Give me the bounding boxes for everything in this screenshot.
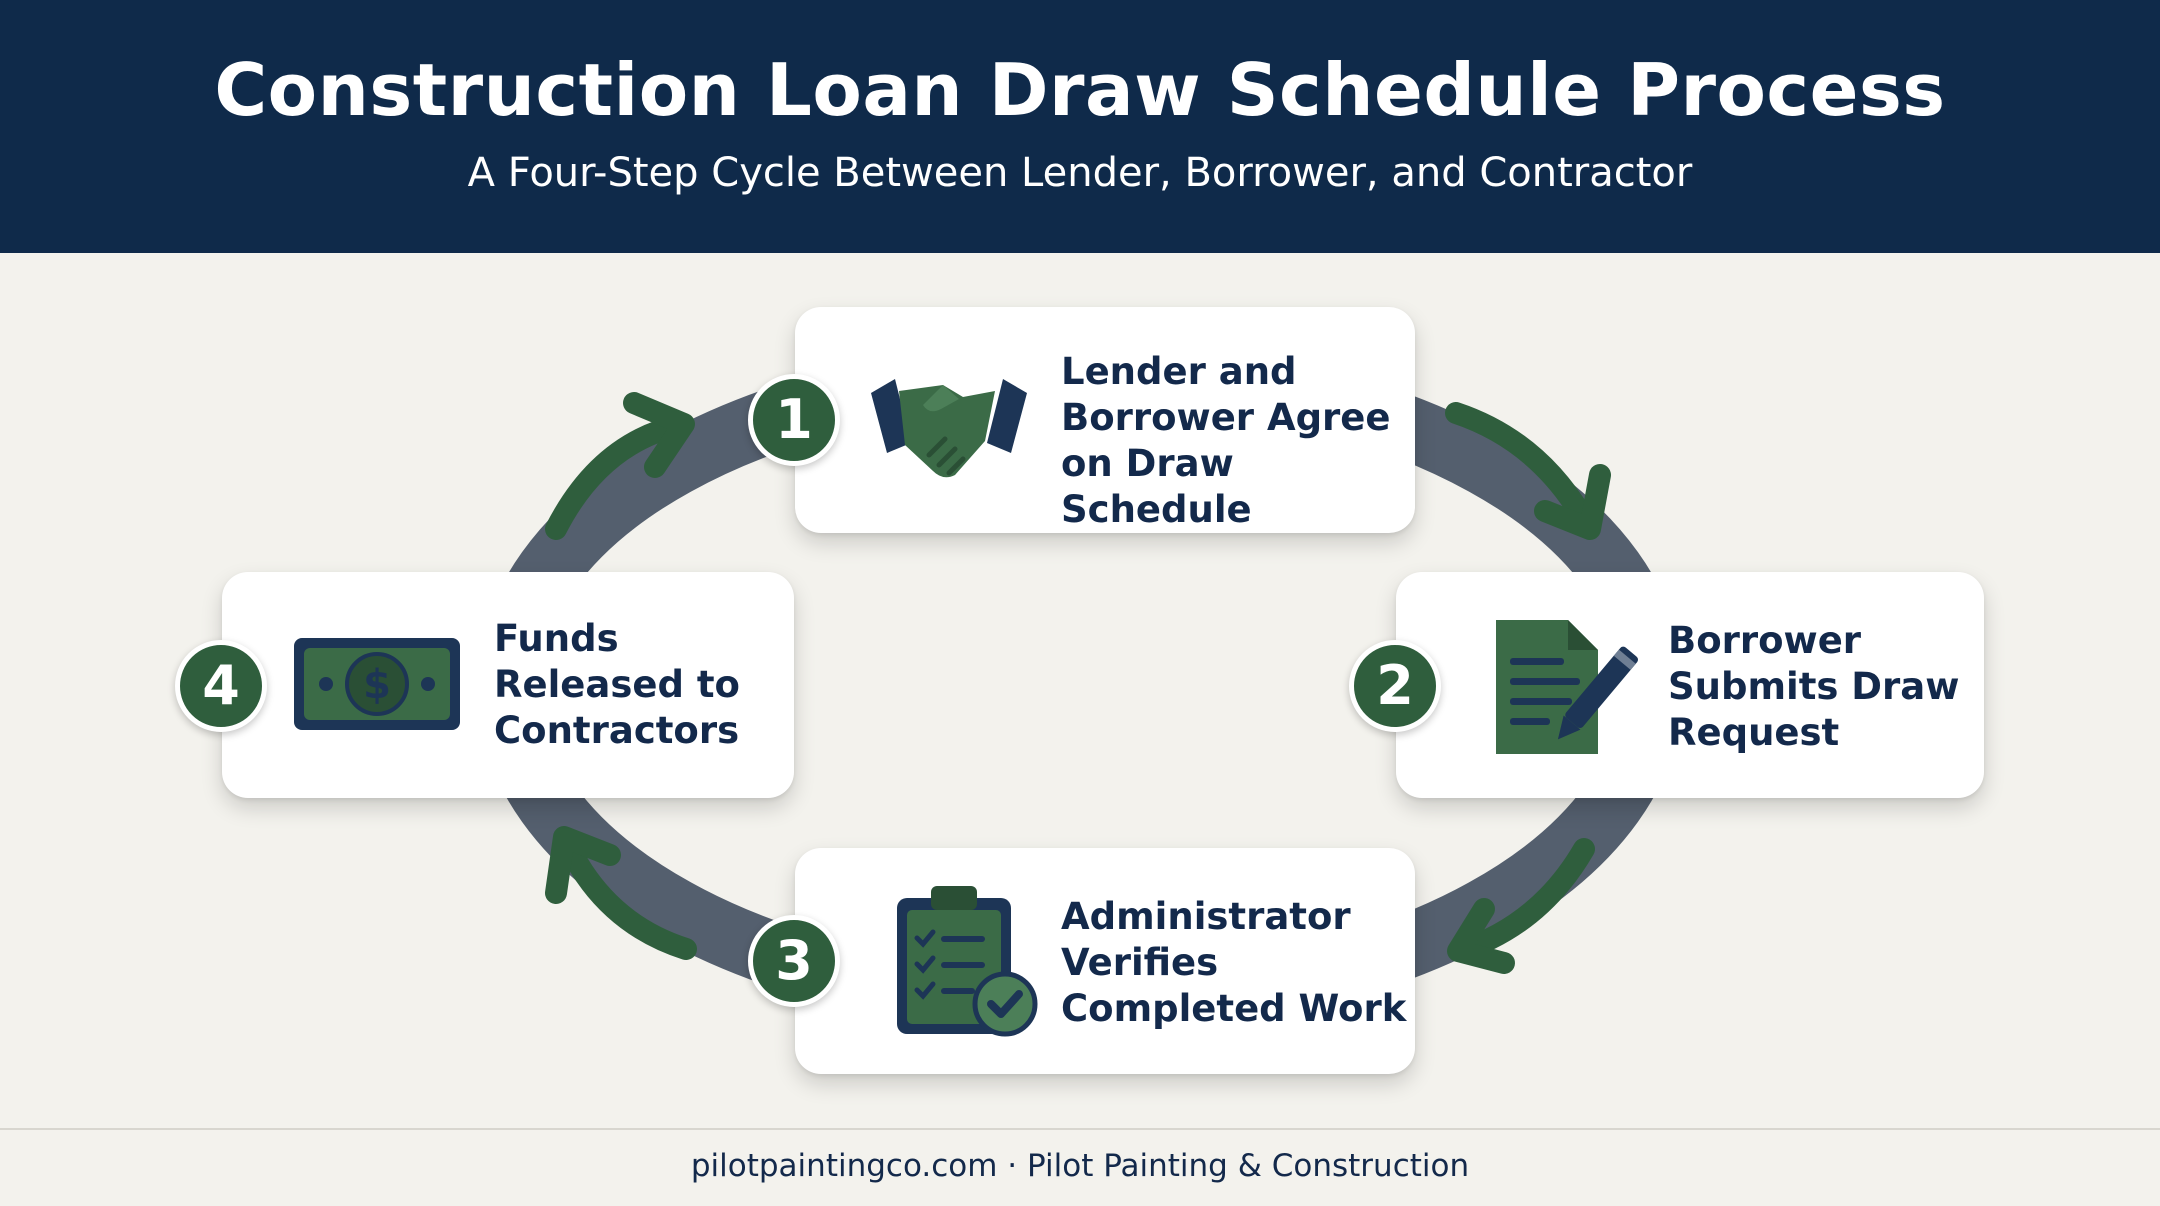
footer-credit: pilotpaintingco.com · Pilot Painting & C… (690, 1148, 1470, 1184)
arrow-step2-to-step3 (1447, 838, 1595, 974)
svg-text:$: $ (363, 662, 391, 708)
page-subtitle: A Four-Step Cycle Between Lender, Borrow… (467, 150, 1693, 196)
step-card-2: Borrower Submits Draw Request (1396, 572, 1984, 798)
clipboard-check-icon (897, 886, 1038, 1037)
step-3-line-3: Completed Work (1061, 987, 1407, 1030)
money-bill-icon: $ (294, 638, 460, 730)
step-2-line-1: Borrower (1668, 619, 1862, 662)
cycle-arrows (545, 392, 1611, 974)
header-banner: Construction Loan Draw Schedule Process … (0, 0, 2160, 253)
arrow-step4-to-step1 (545, 392, 695, 540)
step-card-4: $ Funds Released to Contractors (222, 572, 794, 798)
step-label-2: Borrower Submits Draw Request (1668, 618, 1959, 756)
step-2-line-3: Request (1668, 711, 1840, 754)
step-label-1: Lender and Borrower Agree on Draw Schedu… (1061, 349, 1415, 533)
footer-divider (0, 1128, 2160, 1130)
handshake-icon (871, 379, 1027, 478)
step-label-3: Administrator Verifies Completed Work (1061, 894, 1406, 1032)
step-card-1: Lender and Borrower Agree on Draw Schedu… (795, 307, 1415, 533)
step-4-line-2: Released to (494, 663, 740, 706)
step-badge-3: 3 (748, 915, 840, 1007)
step-badge-4: 4 (175, 640, 267, 732)
step-4-line-1: Funds (494, 617, 619, 660)
step-1-line-1: Lender and (1061, 350, 1297, 393)
step-3-line-1: Administrator (1061, 895, 1351, 938)
step-1-line-3: on Draw Schedule (1061, 442, 1252, 531)
step-label-4: Funds Released to Contractors (494, 616, 740, 754)
step-2-line-2: Submits Draw (1668, 665, 1960, 708)
step-badge-2: 2 (1349, 640, 1441, 732)
step-3-line-2: Verifies (1061, 941, 1219, 984)
step-1-line-2: Borrower Agree (1061, 396, 1391, 439)
step-card-3: Administrator Verifies Completed Work (795, 848, 1415, 1074)
document-pen-icon (1496, 620, 1638, 754)
step-4-line-3: Contractors (494, 709, 740, 752)
step-badge-1: 1 (748, 374, 840, 466)
arrow-step1-to-step2 (1445, 402, 1611, 540)
arrow-step3-to-step4 (545, 826, 697, 960)
page-title: Construction Loan Draw Schedule Process (214, 48, 1946, 132)
